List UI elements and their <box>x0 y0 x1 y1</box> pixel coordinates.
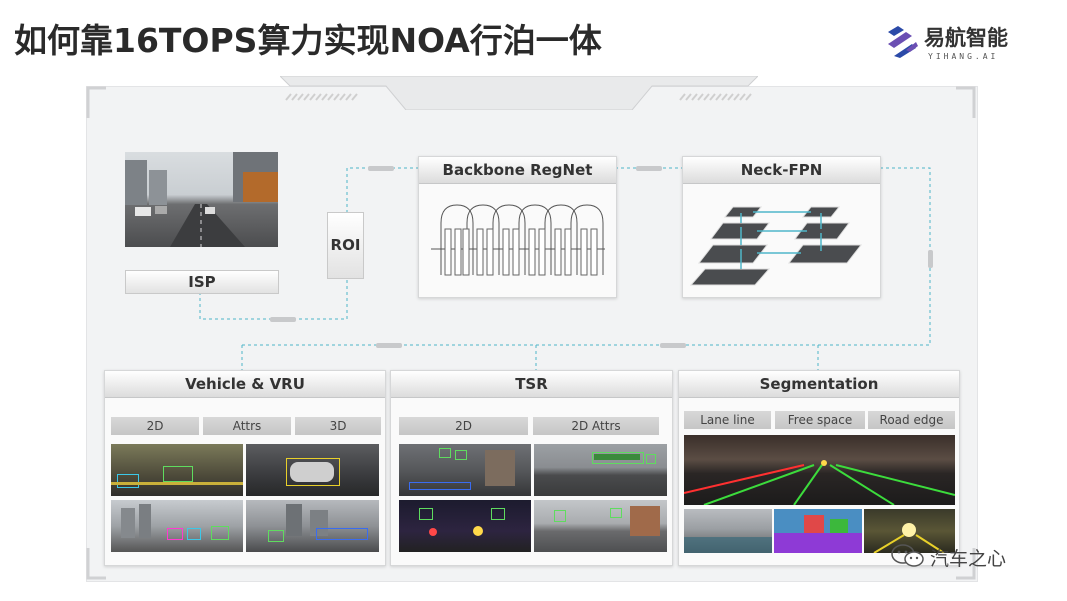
backbone-card: Backbone RegNet <box>418 156 617 298</box>
vehicle-vru-card: Vehicle & VRU 2D Attrs 3D <box>104 370 386 566</box>
vehicle-2d-chip: 2D <box>111 417 199 435</box>
tsr-road-photo <box>534 500 667 552</box>
panel-tab-decoration <box>280 76 758 110</box>
tsr-title: TSR <box>391 371 672 398</box>
tsr-night-photo <box>399 500 531 552</box>
freespace-photo-2 <box>774 509 862 553</box>
road-edge-night-photo <box>864 509 955 553</box>
tsr-street-photo-1 <box>399 444 531 496</box>
tsr-card: TSR 2D 2D Attrs <box>390 370 673 566</box>
lane-segmentation-night-photo <box>684 435 955 505</box>
vehicle-3d-chip: 3D <box>295 417 381 435</box>
backbone-title: Backbone RegNet <box>419 157 616 184</box>
isp-street-photo <box>125 152 278 247</box>
fpn-diagram <box>689 206 863 286</box>
watermark: 汽车之心 <box>888 541 1038 571</box>
wechat-icon <box>891 544 924 567</box>
brand-sub: YIHANG.AI <box>928 52 999 61</box>
tsr-2d-chip: 2D <box>399 417 528 435</box>
neck-fpn-card: Neck-FPN <box>682 156 881 298</box>
brand-logo: 易航智能 YIHANG.AI <box>884 20 1034 64</box>
segmentation-card: Segmentation Lane line Free space Road e… <box>678 370 960 566</box>
regnet-diagram <box>431 204 605 276</box>
parking-garage-photo-1 <box>111 444 243 496</box>
segmentation-title: Segmentation <box>679 371 959 398</box>
tsr-highway-photo <box>534 444 667 496</box>
roi-block: ROI <box>327 212 364 279</box>
vehicle-vru-title: Vehicle & VRU <box>105 371 385 398</box>
watermark-text: 汽车之心 <box>930 548 1007 570</box>
free-space-chip: Free space <box>775 411 865 429</box>
freespace-photo-1 <box>684 509 772 553</box>
city-street-photo-2 <box>246 500 379 552</box>
brand-name: 易航智能 <box>924 26 1008 50</box>
tsr-2d-attrs-chip: 2D Attrs <box>533 417 659 435</box>
roi-label: ROI <box>330 236 361 254</box>
lane-line-chip: Lane line <box>684 411 771 429</box>
neck-fpn-title: Neck-FPN <box>683 157 880 184</box>
page-title: 如何靠16TOPS算力实现NOA行泊一体 <box>14 21 602 60</box>
parking-garage-photo-2 <box>246 444 379 496</box>
road-edge-chip: Road edge <box>868 411 955 429</box>
logo-mark-icon <box>888 26 918 58</box>
isp-block: ISP <box>125 270 279 294</box>
isp-label: ISP <box>188 273 216 291</box>
city-street-photo-1 <box>111 500 243 552</box>
vehicle-attrs-chip: Attrs <box>203 417 291 435</box>
